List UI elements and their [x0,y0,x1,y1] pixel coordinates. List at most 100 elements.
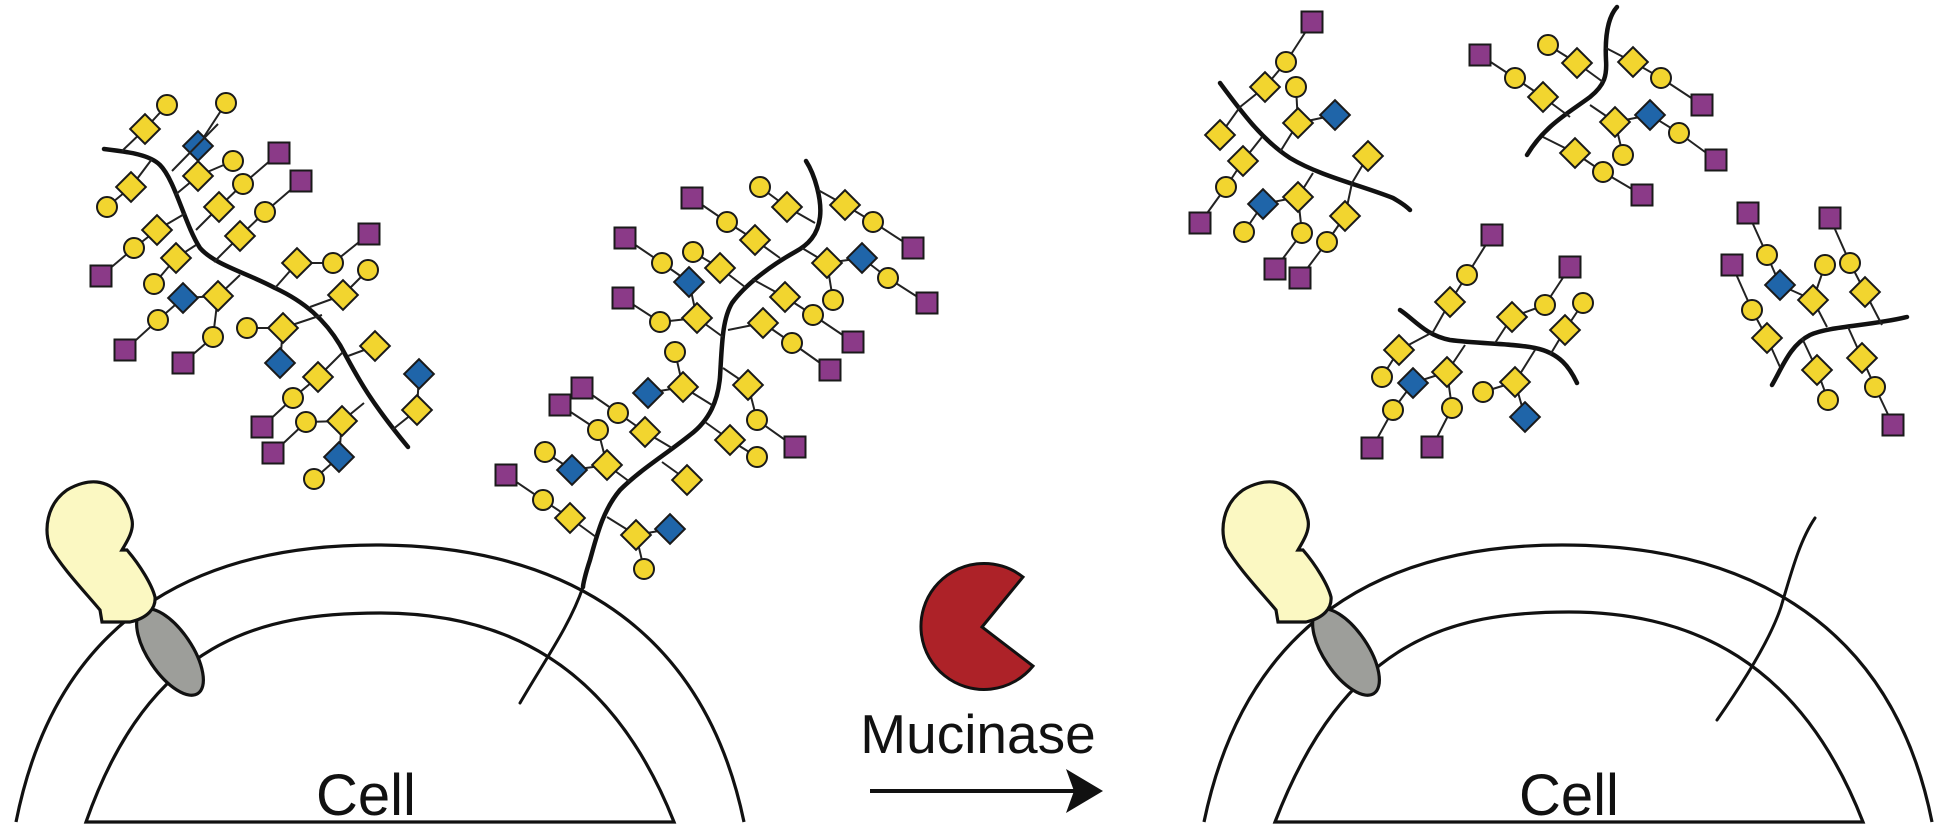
sialic-acid-square-icon [1630,183,1654,207]
galnac-square-icon [325,404,359,438]
glycan-chain [1800,337,1839,411]
glycan-chain [309,259,379,312]
galnac-square-icon [114,170,148,204]
galnac-square-icon [159,241,193,275]
mucinase-treatment: Mucinase [860,562,1103,813]
pacman-enzyme-icon [919,562,1036,691]
galnac-square-icon [1598,105,1632,139]
glcnac-square-icon [1763,268,1797,302]
membrane-protein [1221,480,1381,697]
galactose-circle-icon [802,304,824,326]
glcnac-square-icon [166,281,200,315]
galnac-square-icon [266,311,300,345]
galnac-square-icon [1845,341,1879,375]
glycan-chain [1472,349,1542,434]
galactose-circle-icon [1275,51,1297,73]
glycan-chain [1203,106,1241,152]
galnac-square-icon [1848,275,1882,309]
galactose-circle-icon [1839,252,1861,274]
released-glycopeptide [1720,201,1910,437]
galnac-square-icon [713,423,747,457]
glycan-chain [1360,344,1466,460]
glycan-chain [1371,331,1434,388]
galactose-circle-icon [303,468,325,490]
sialic-acid-square-icon [1690,93,1714,117]
galactose-circle-icon [1215,176,1237,198]
peptide-backbone [1769,314,1910,388]
galnac-square-icon [202,190,236,224]
galactose-circle-icon [123,237,145,259]
glycan-chain [1542,136,1654,207]
glcnac-square-icon [322,440,356,474]
galactose-circle-icon [322,252,344,274]
galnac-square-icon [738,223,772,257]
glycan-chain [261,402,365,490]
glcnac-square-icon [1633,98,1667,132]
peptide-backbone [1217,80,1413,213]
glycan-chain [1720,253,1784,368]
glycan-chain [727,306,842,382]
galnac-square-icon [731,368,765,402]
galactose-circle-icon [532,489,554,511]
glycan-chain [1239,10,1324,108]
galnac-square-icon [1351,139,1385,173]
galactose-circle-icon [222,150,244,172]
enzyme-label: Mucinase [860,703,1095,765]
sialic-acid-square-icon [1881,413,1905,437]
glycan-chain [113,274,241,375]
glcnac-square-icon [653,512,687,546]
glycan-chain [751,278,865,354]
galactose-circle-icon [607,402,629,424]
galnac-square-icon [1560,46,1594,80]
sialic-acid-square-icon [1818,206,1842,230]
galnac-square-icon [1203,118,1237,152]
glycan-chain [631,341,713,410]
galactose-circle-icon [232,173,254,195]
galnac-square-icon [400,393,434,427]
galnac-square-icon [280,246,314,280]
glycan-chain [817,188,925,260]
glycan-chain [680,186,781,259]
galnac-square-icon [619,518,653,552]
glycan-chain [1288,182,1362,290]
galnac-square-icon [1616,45,1650,79]
glycan-chain [570,376,673,449]
released-glycopeptide [1360,223,1594,460]
glycan-chain [121,94,178,152]
glycan-chain [1351,139,1385,184]
peptide-backbone [1397,307,1580,386]
mucin-glycan-cluster [89,92,436,490]
sialic-acid-square-icon [494,463,518,487]
glcnac-square-icon [263,346,297,380]
glcnac-square-icon [402,357,436,391]
glycan-chain [1548,292,1594,356]
galnac-square-icon [553,501,587,535]
galactose-circle-icon [1285,76,1307,98]
sialic-acid-square-icon [250,415,274,439]
sialic-acid-square-icon [818,358,842,382]
sialic-acid-square-icon [611,286,635,310]
galnac-square-icon [770,190,804,224]
galnac-square-icon [140,213,174,247]
sialic-acid-square-icon [1360,436,1384,460]
sialic-acid-square-icon [171,351,195,375]
galactose-circle-icon [1537,34,1559,56]
sialic-acid-square-icon [1480,223,1504,247]
peptide-backbone [1524,4,1620,158]
glycan-chain [801,241,939,315]
galnac-square-icon [1281,106,1315,140]
sialic-acid-square-icon [1468,43,1492,67]
sialic-acid-square-icon [680,186,704,210]
glycocalyx-outer-boundary [1202,543,1934,823]
galnac-square-icon [1558,136,1592,170]
glycan-chain [1468,43,1571,118]
glycan-chain [1736,201,1836,328]
right-panel: Cell [1188,4,1934,828]
galactose-circle-icon [664,341,686,363]
galactose-circle-icon [587,419,609,441]
glycan-chain [1188,136,1263,235]
galactose-circle-icon [1291,222,1313,244]
galactose-circle-icon [1612,144,1634,166]
galactose-circle-icon [357,259,379,281]
galnac-square-icon [1495,300,1529,334]
